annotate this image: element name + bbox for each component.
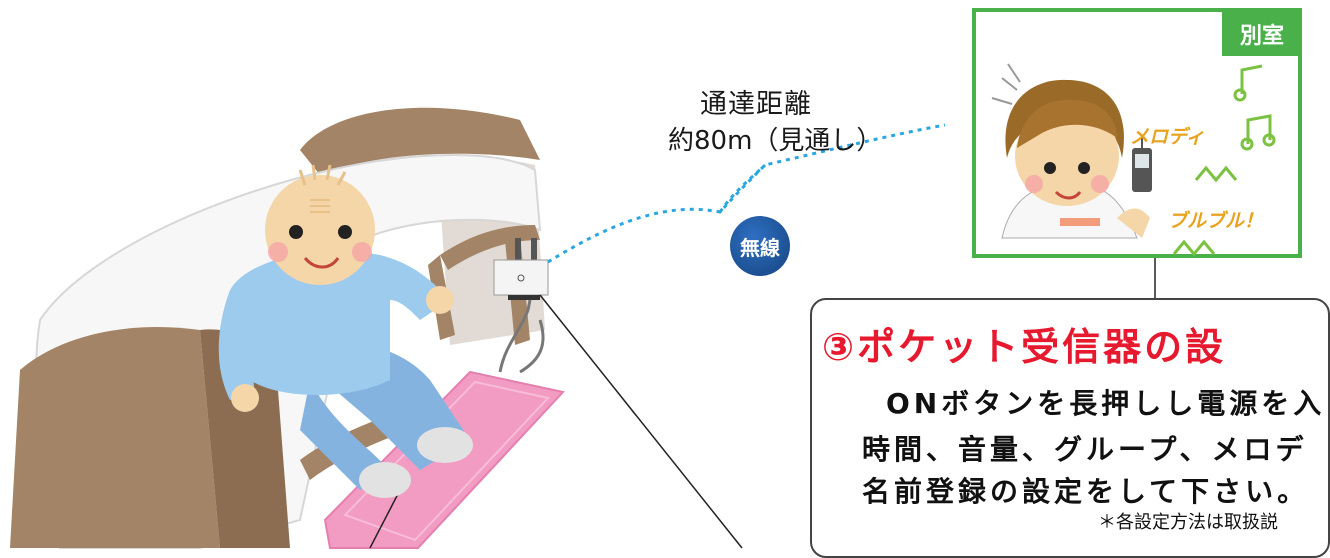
instruction-line-1: ONボタンを長押しし電源を入 xyxy=(886,387,1326,420)
music-note-icon xyxy=(1233,64,1263,102)
melody-label: メロディ xyxy=(1130,126,1205,148)
instruction-line-2: 時間、音量、グループ、メロデ xyxy=(862,433,1308,466)
vibration-icon xyxy=(1194,165,1238,183)
illustration-scene xyxy=(10,107,1156,549)
wireless-badge: 無線 xyxy=(730,216,790,276)
patient-figure xyxy=(218,164,473,498)
range-title: 通達距離 xyxy=(700,89,812,120)
caregiver-illustration xyxy=(991,63,1152,239)
vibration-label: ブルブル！ xyxy=(1168,210,1264,232)
instruction-line-3: 名前登録の設定をして下さい。 xyxy=(862,475,1310,508)
other-room-panel: 別室 xyxy=(972,8,1302,258)
range-subtitle: 約80m（見通し） xyxy=(668,126,883,156)
room-tag: 別室 xyxy=(1221,12,1298,56)
instruction-box xyxy=(810,298,1330,558)
transmitter-device xyxy=(493,238,743,549)
instruction-title: ③ポケット受信器の設 xyxy=(822,325,1227,369)
instruction-footnote: ＊各設定方法は取扱説 xyxy=(1098,512,1278,533)
music-note-icon xyxy=(1240,114,1276,151)
vibration-icon xyxy=(1172,239,1216,257)
